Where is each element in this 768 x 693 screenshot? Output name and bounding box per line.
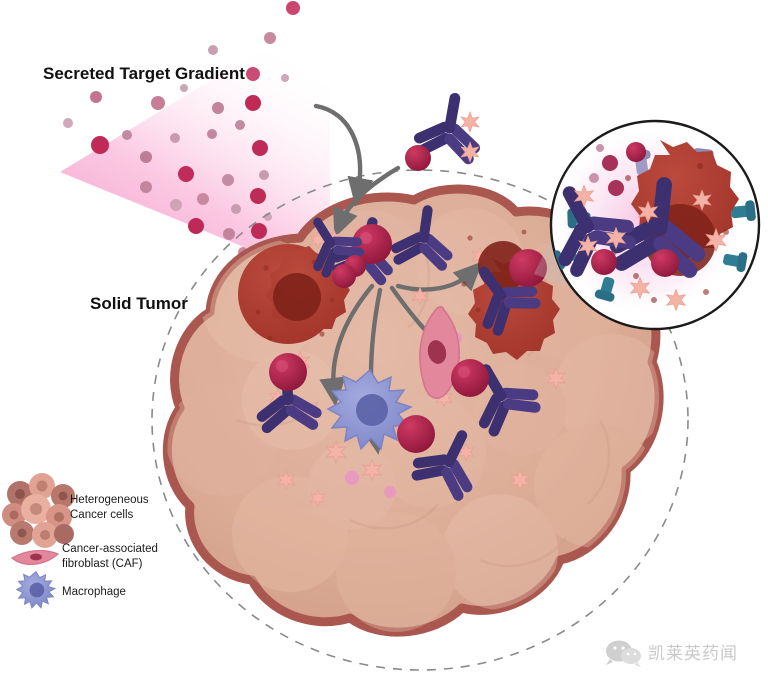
watermark: 凯莱英药闻 — [606, 640, 738, 667]
legend: Heterogeneous Cancer cells Cancer-associ… — [2, 473, 158, 609]
fibroblast-caf — [419, 306, 460, 399]
fibroblast-icon — [10, 549, 60, 565]
tumor-microenvironment-boundary — [151, 169, 689, 671]
wechat-logo-icon — [606, 640, 641, 667]
legend-label-cancer-cells-line2: Cancer cells — [70, 509, 134, 521]
free-target-sphere — [332, 264, 356, 288]
legend-label-cancer-cells-line1: Heterogeneous — [70, 494, 149, 506]
free-antibody — [405, 93, 483, 171]
macrophage-icon — [15, 570, 57, 609]
legend-label-caf-line2: fibroblast (CAF) — [62, 558, 143, 570]
antibody-target-complex — [397, 415, 487, 497]
antibody-target-complex — [259, 353, 317, 428]
antibody-target-complex — [462, 249, 547, 333]
watermark-text: 凯莱英药闻 — [648, 644, 738, 664]
inset-free-targets — [589, 142, 646, 196]
inset-antibody — [616, 181, 705, 277]
magnified-cell-inset — [539, 119, 761, 331]
inset-antibody — [539, 177, 635, 275]
macrophage — [326, 368, 413, 451]
legend-label-macrophage: Macrophage — [62, 586, 126, 598]
cancer-cell-cluster-icon — [2, 473, 75, 548]
legend-label-caf-line1: Cancer-associated — [62, 543, 158, 555]
antibody-target-complex — [451, 356, 539, 434]
solid-tumor-label: Solid Tumor — [90, 294, 188, 313]
gradient-label: Secreted Target Gradient — [43, 64, 245, 83]
